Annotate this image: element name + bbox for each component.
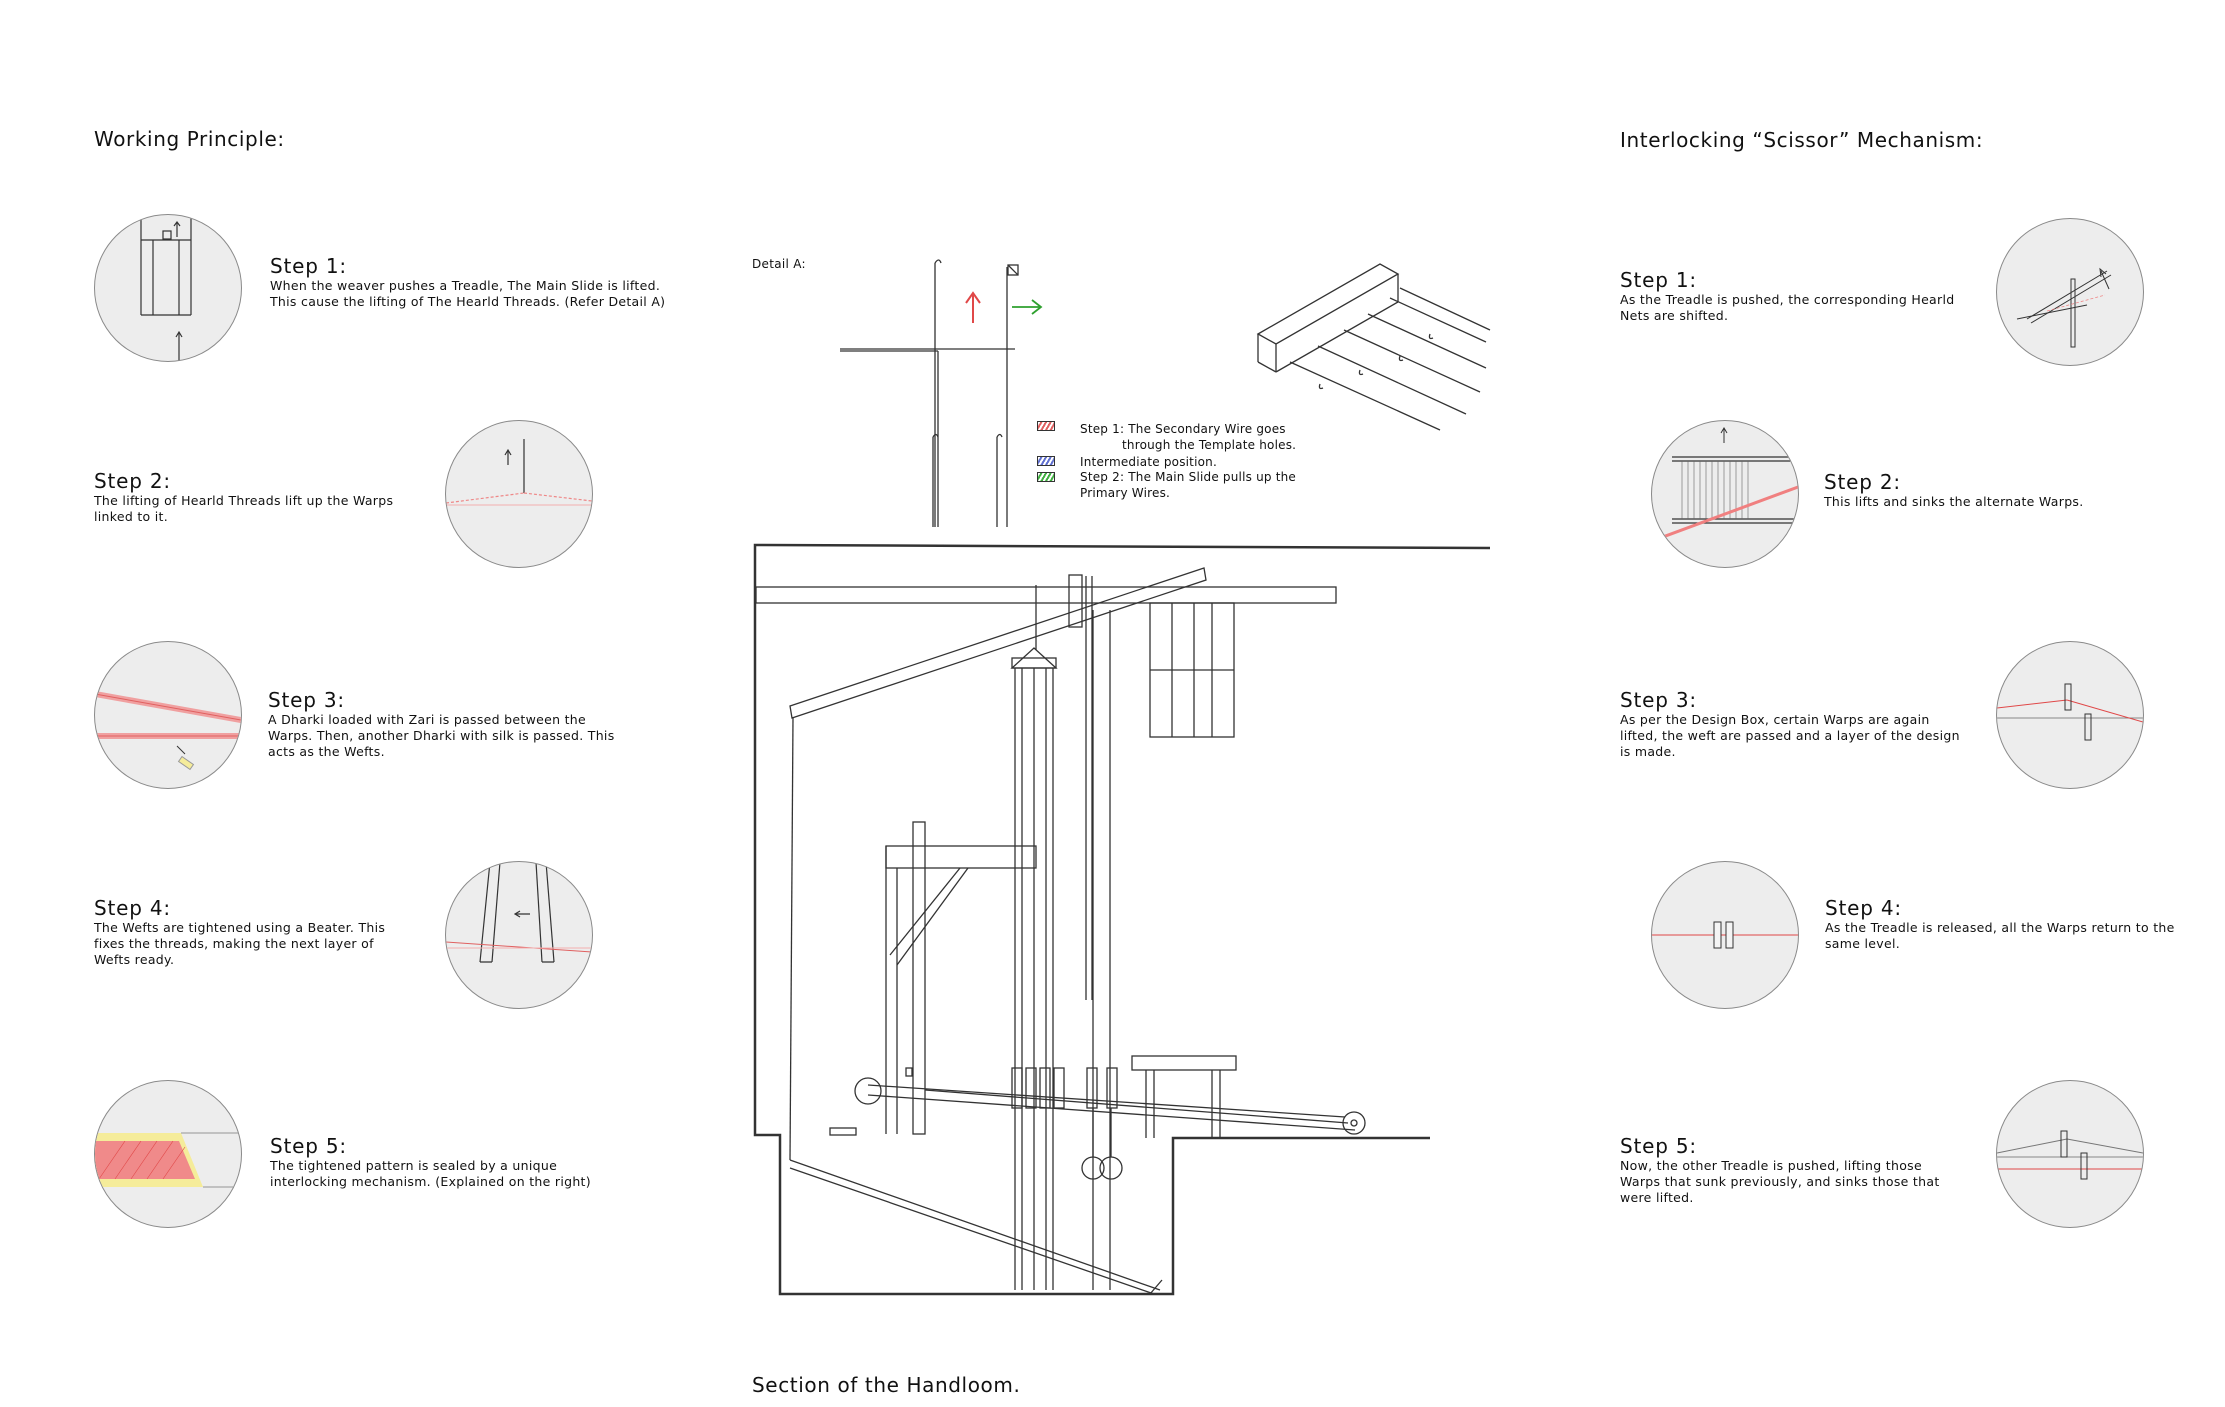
legend-text-2: through the Template holes. xyxy=(1122,438,1297,452)
step-text: As the Treadle is pushed, the correspond… xyxy=(1620,292,1955,323)
step-text: The Wefts are tightened using a Beater. … xyxy=(94,920,386,967)
step-title: Step 4: xyxy=(94,896,171,920)
scissor-step4-illustration xyxy=(1651,861,1799,1009)
legend-text: Intermediate position. xyxy=(1080,455,1217,469)
legend-swatch-green xyxy=(1037,472,1055,482)
step5-illustration xyxy=(94,1080,242,1228)
handloom-caption: Section of the Handloom. xyxy=(752,1373,1021,1397)
left-step-1: Step 1: When the weaver pushes a Treadle… xyxy=(270,254,690,310)
step-title: Step 2: xyxy=(1824,470,1901,494)
left-step-5: Step 5: The tightened pattern is sealed … xyxy=(270,1134,610,1190)
scissor-step2-illustration xyxy=(1651,420,1799,568)
legend-swatch-blue xyxy=(1037,456,1055,466)
legend-text: Step 1: The Secondary Wire goes xyxy=(1080,422,1286,436)
step-title: Step 3: xyxy=(268,688,345,712)
right-step-1: Step 1: As the Treadle is pushed, the co… xyxy=(1620,268,1970,324)
detail-a-wire-diagram xyxy=(840,259,1043,527)
step-text: The tightened pattern is sealed by a uni… xyxy=(270,1158,591,1189)
left-step-3: Step 3: A Dharki loaded with Zari is pas… xyxy=(268,688,623,760)
right-step-4: Step 4: As the Treadle is released, all … xyxy=(1825,896,2175,952)
step1-illustration xyxy=(94,214,242,362)
step-text: The lifting of Hearld Threads lift up th… xyxy=(94,493,394,524)
step4-illustration xyxy=(445,861,593,1009)
step-title: Step 5: xyxy=(270,1134,347,1158)
step-title: Step 2: xyxy=(94,469,171,493)
legend-item-3: Step 2: The Main Slide pulls up the Prim… xyxy=(1080,469,1296,501)
legend-text: Step 2: The Main Slide pulls up the xyxy=(1080,470,1297,484)
legend-swatch-red xyxy=(1037,421,1055,431)
step2-illustration xyxy=(445,420,593,568)
detail-a-label: Detail A: xyxy=(752,257,806,271)
working-principle-heading: Working Principle: xyxy=(94,127,285,151)
right-step-3: Step 3: As per the Design Box, certain W… xyxy=(1620,688,1970,760)
step-text: Now, the other Treadle is pushed, liftin… xyxy=(1620,1158,1940,1205)
right-step-2: Step 2: This lifts and sinks the alterna… xyxy=(1824,470,2164,510)
step-text: As per the Design Box, certain Warps are… xyxy=(1620,712,1960,759)
step-title: Step 1: xyxy=(270,254,347,278)
scissor-step5-illustration xyxy=(1996,1080,2144,1228)
legend-text-2: Primary Wires. xyxy=(1080,486,1171,500)
step-title: Step 4: xyxy=(1825,896,1902,920)
scissor-mechanism-heading: Interlocking “Scissor” Mechanism: xyxy=(1620,128,1984,152)
right-step-5: Step 5: Now, the other Treadle is pushed… xyxy=(1620,1134,1960,1206)
step-title: Step 1: xyxy=(1620,268,1697,292)
step-title: Step 3: xyxy=(1620,688,1697,712)
left-step-2: Step 2: The lifting of Hearld Threads li… xyxy=(94,469,414,525)
step-text: As the Treadle is released, all the Warp… xyxy=(1825,920,2175,951)
legend-item-2: Intermediate position. xyxy=(1080,454,1217,470)
legend-item-1: Step 1: The Secondary Wire goes through … xyxy=(1080,421,1296,453)
step-text: This lifts and sinks the alternate Warps… xyxy=(1824,494,2084,509)
left-step-4: Step 4: The Wefts are tightened using a … xyxy=(94,896,394,968)
step3-illustration xyxy=(94,641,242,789)
step-text: When the weaver pushes a Treadle, The Ma… xyxy=(270,278,666,309)
scissor-step1-illustration xyxy=(1996,218,2144,366)
step-text: A Dharki loaded with Zari is passed betw… xyxy=(268,712,615,759)
step-title: Step 5: xyxy=(1620,1134,1697,1158)
scissor-step3-illustration xyxy=(1996,641,2144,789)
template-board-isometric xyxy=(1256,263,1491,431)
